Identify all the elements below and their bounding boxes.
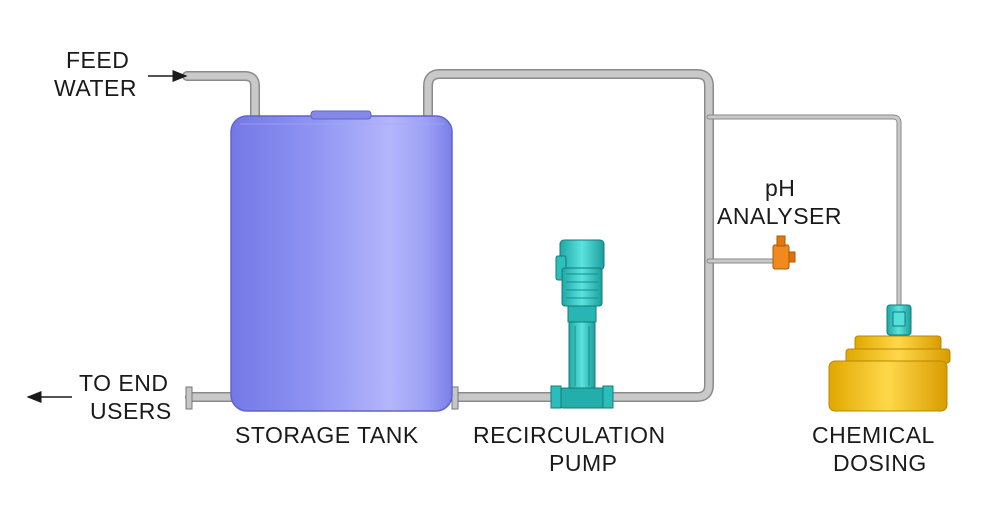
ph-analyser-label-line2: ANALYSER bbox=[717, 203, 842, 229]
chemical-dosing-unit bbox=[828, 304, 951, 412]
pump-label-line1: RECIRCULATION bbox=[473, 422, 666, 448]
feed-water-pipe bbox=[182, 71, 260, 123]
chemical-dosing-label-line2: DOSING bbox=[833, 450, 927, 476]
feed-water-label-line1: FEED bbox=[66, 47, 129, 73]
ph-analyser-sensor bbox=[772, 235, 796, 270]
storage-tank-label: STORAGE TANK bbox=[235, 422, 419, 448]
ph-analyser-label-line1: pH bbox=[765, 175, 795, 201]
pipes bbox=[182, 69, 902, 402]
end-users-label-line1: TO END bbox=[79, 370, 168, 396]
tank-manhole-lid bbox=[310, 110, 372, 120]
storage-tank bbox=[230, 110, 453, 412]
outlet-flange bbox=[185, 386, 193, 410]
pump-label-line2: PUMP bbox=[549, 450, 617, 476]
chemical-dosing-label-line1: CHEMICAL bbox=[812, 422, 935, 448]
feed-water-label-line2: WATER bbox=[54, 75, 137, 101]
end-users-label-line2: USERS bbox=[90, 398, 172, 424]
recirculation-pump bbox=[550, 239, 614, 409]
